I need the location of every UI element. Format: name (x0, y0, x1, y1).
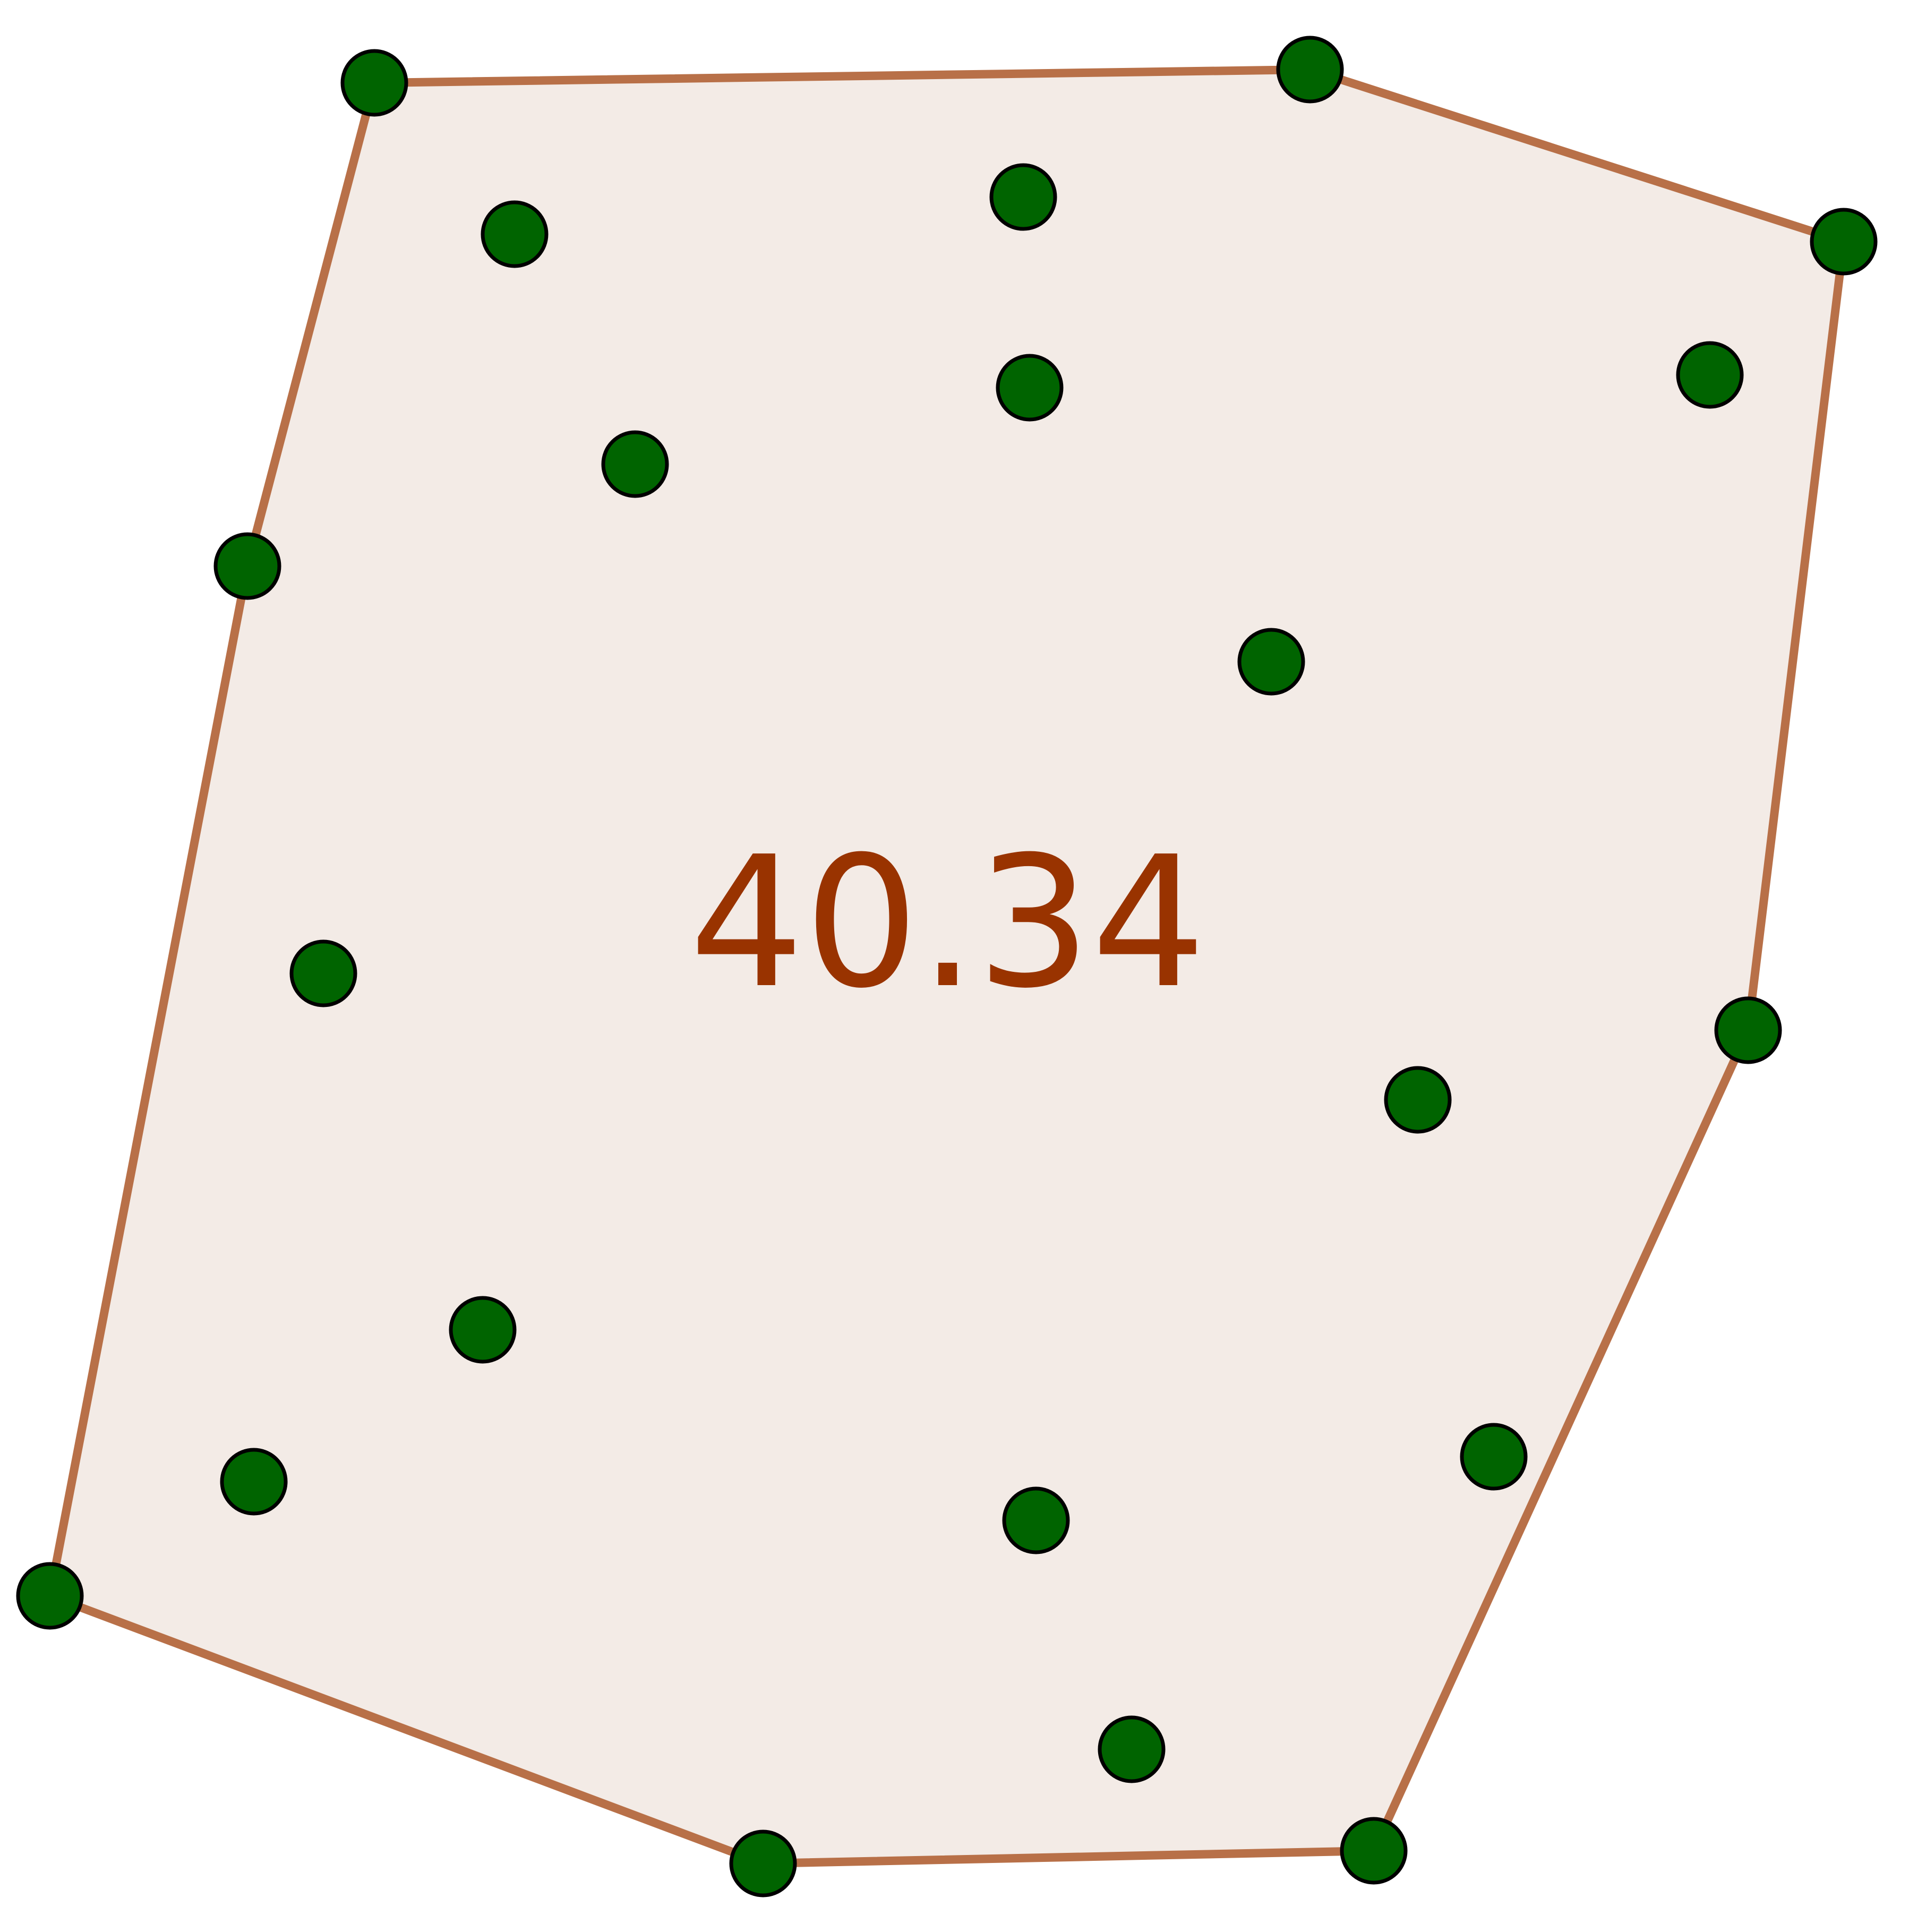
interior-point[interactable] (1002, 1486, 1070, 1554)
hull-vertex-point[interactable] (1340, 1817, 1408, 1885)
interior-point[interactable] (220, 1448, 288, 1516)
interior-point[interactable] (481, 200, 549, 268)
hull-vertex-point[interactable] (340, 49, 408, 117)
hull-vertex-point[interactable] (1714, 996, 1782, 1064)
hull-vertex-point[interactable] (1810, 208, 1878, 276)
interior-point[interactable] (1676, 341, 1744, 409)
hull-vertex-point[interactable] (1276, 36, 1344, 104)
interior-point[interactable] (1460, 1423, 1528, 1491)
interior-point[interactable] (1098, 1715, 1166, 1783)
hull-vertex-point[interactable] (213, 532, 281, 600)
polygon-area-label: 40.34 (689, 818, 1206, 1028)
interior-point[interactable] (996, 354, 1064, 422)
interior-point[interactable] (989, 163, 1057, 231)
interior-point[interactable] (1384, 1066, 1452, 1134)
interior-point[interactable] (1237, 628, 1305, 696)
interior-point[interactable] (449, 1296, 517, 1364)
interior-point[interactable] (601, 430, 669, 498)
hull-vertex-point[interactable] (16, 1562, 84, 1630)
interior-point[interactable] (289, 939, 357, 1007)
hull-vertex-point[interactable] (729, 1830, 797, 1897)
